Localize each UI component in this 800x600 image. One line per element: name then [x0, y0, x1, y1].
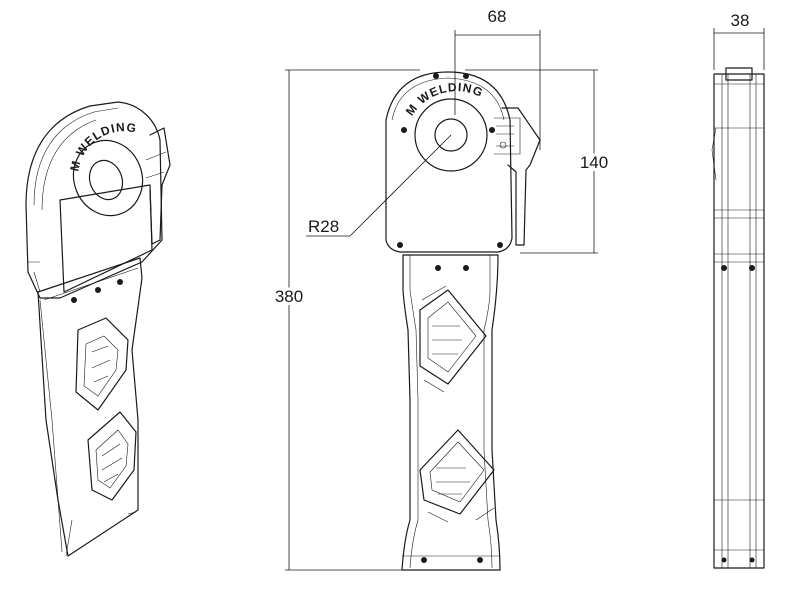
- iso-grip-pattern-lower: [87, 411, 137, 501]
- dimension-label-68: 68: [488, 7, 507, 26]
- dimension-label-38: 38: [731, 11, 750, 30]
- front-ring-inner: [434, 118, 468, 152]
- front-ring-outer: [414, 98, 488, 172]
- side-view: 38: [711, 11, 765, 569]
- iso-brand-label: M WELDING: [67, 120, 138, 173]
- dimension-height-380: 380: [272, 69, 420, 571]
- dimension-radius-R28: R28: [306, 134, 452, 237]
- dimension-label-140: 140: [580, 153, 608, 172]
- front-grip-pattern-lower: [419, 429, 495, 523]
- front-grip-pattern-upper: [419, 285, 487, 393]
- dimension-depth-38: 38: [713, 11, 765, 70]
- iso-grip-pattern-upper: [75, 317, 129, 411]
- isometric-view: M WELDING: [25, 101, 171, 557]
- dimension-label-R28: R28: [308, 217, 339, 236]
- dimension-height-140: 140: [465, 69, 611, 254]
- front-view: M WELDING 68: [272, 7, 611, 571]
- dimension-label-380: 380: [275, 287, 303, 306]
- dimension-width-68: 68: [454, 7, 541, 150]
